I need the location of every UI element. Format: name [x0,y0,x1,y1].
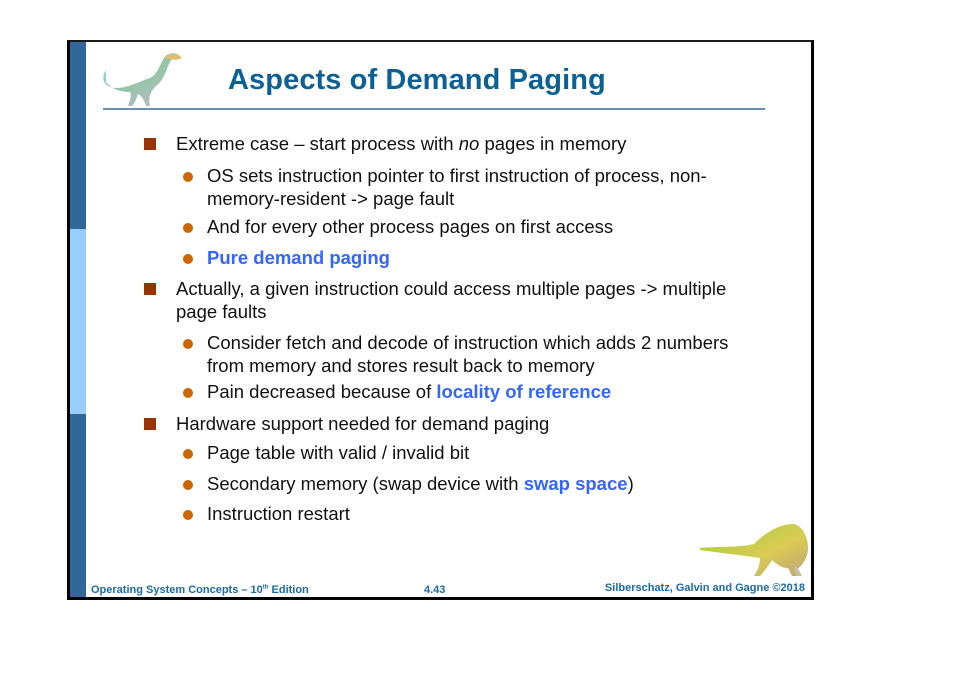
bullet-level2: Pure demand paging [183,246,743,269]
slide-title: Aspects of Demand Paging [228,64,606,96]
bullet-text: Secondary memory (swap device with swap … [207,473,634,494]
footer-copyright: Silberschatz, Galvin and Gagne ©2018 [604,582,805,594]
title-divider [103,108,765,110]
dot-bullet-icon [183,388,193,398]
bullet-level2: Pain decreased because of locality of re… [183,380,743,403]
square-bullet-icon [144,138,156,150]
highlight-term: swap space [523,473,628,494]
highlight-term: Pure demand paging [207,247,390,268]
bullet-text: OS sets instruction pointer to first ins… [207,165,707,209]
bullet-text: And for every other process pages on fir… [207,216,614,237]
bullet-level1: Hardware support needed for demand pagin… [144,412,744,435]
bullet-level2: Consider fetch and decode of instruction… [183,331,763,377]
side-bar-highlight [70,229,86,414]
dinosaur-icon [700,524,808,576]
bullet-level1: Actually, a given instruction could acce… [144,277,764,323]
bullet-text: Hardware support needed for demand pagin… [176,413,550,434]
bullet-text: Instruction restart [207,503,350,524]
dot-bullet-icon [183,510,193,520]
bullet-level2: Page table with valid / invalid bit [183,441,743,464]
dot-bullet-icon [183,223,193,233]
footer-book-title: Operating System Concepts – 10th Edition [91,584,309,596]
footer-page-number: 4.43 [424,584,446,596]
bullet-level2: And for every other process pages on fir… [183,215,743,238]
bullet-text: Extreme case – start process with no pag… [176,133,627,154]
side-bar [70,42,86,597]
bullet-level1: Extreme case – start process with no pag… [144,132,744,155]
square-bullet-icon [144,283,156,295]
bullet-text: Consider fetch and decode of instruction… [207,332,729,376]
bullet-text: Pain decreased because of locality of re… [207,381,612,402]
dot-bullet-icon [183,449,193,459]
dot-bullet-icon [183,480,193,490]
dinosaur-icon [103,53,182,106]
highlight-term: locality of reference [436,381,612,402]
dot-bullet-icon [183,339,193,349]
dot-bullet-icon [183,254,193,264]
dot-bullet-icon [183,172,193,182]
bullet-text: Page table with valid / invalid bit [207,442,470,463]
bullet-level2: OS sets instruction pointer to first ins… [183,164,743,210]
bullet-text: Actually, a given instruction could acce… [176,278,727,322]
bullet-level2: Instruction restart [183,502,743,525]
square-bullet-icon [144,418,156,430]
bullet-level2: Secondary memory (swap device with swap … [183,472,743,495]
slide: Aspects of Demand Paging Extreme case – … [67,40,814,600]
